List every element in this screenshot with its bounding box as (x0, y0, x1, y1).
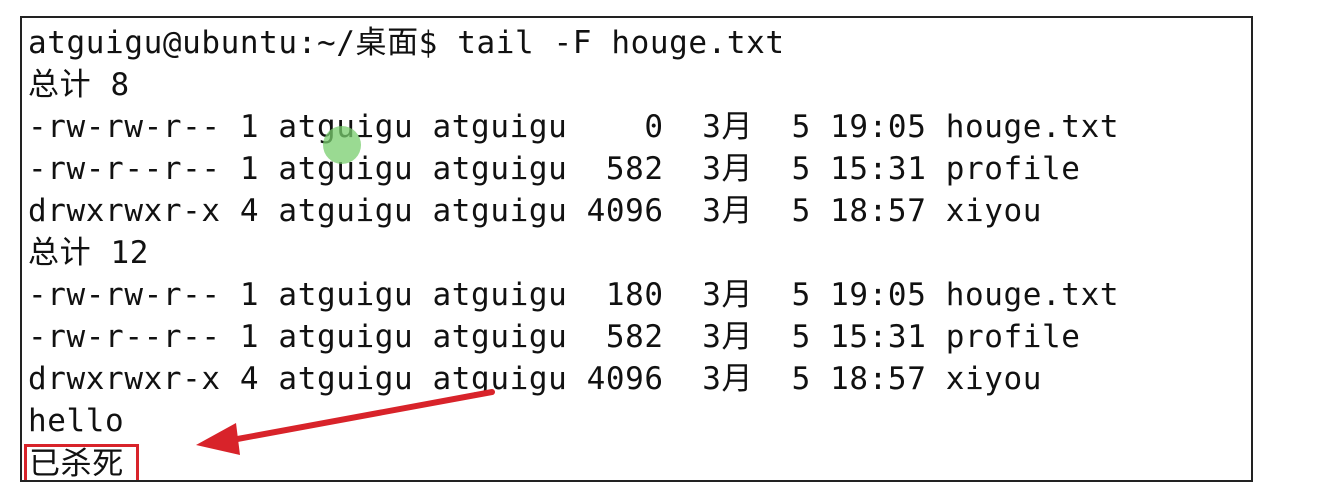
terminal-line-listing: drwxrwxr-x 4 atguigu atguigu 4096 3月 5 1… (28, 361, 1043, 397)
terminal-line-total-1: 总计 8 (28, 67, 130, 103)
terminal-line-prompt: atguigu@ubuntu:~/桌面$ tail -F houge.txt (28, 25, 785, 61)
terminal-output: atguigu@ubuntu:~/桌面$ tail -F houge.txt 总… (24, 22, 1120, 480)
terminal-line-listing: -rw-r--r-- 1 atguigu atguigu 582 3月 5 15… (28, 319, 1081, 355)
terminal-line-total-2: 总计 12 (28, 235, 149, 271)
terminal-line-killed-row: 已杀死 (24, 442, 1119, 480)
terminal-line-listing: -rw-rw-r-- 1 atguigu atguigu 0 3月 5 19:0… (28, 109, 1120, 145)
terminal-line-listing: -rw-r--r-- 1 atguigu atguigu 582 3月 5 15… (28, 151, 1081, 187)
terminal-line-listing: -rw-rw-r-- 1 atguigu atguigu 180 3月 5 19… (28, 277, 1120, 313)
terminal-window[interactable]: atguigu@ubuntu:~/桌面$ tail -F houge.txt 总… (20, 16, 1253, 482)
terminal-line-listing: drwxrwxr-x 4 atguigu atguigu 4096 3月 5 1… (28, 193, 1043, 229)
killed-message-highlight: 已杀死 (24, 444, 139, 480)
terminal-line-hello: hello (28, 403, 125, 439)
